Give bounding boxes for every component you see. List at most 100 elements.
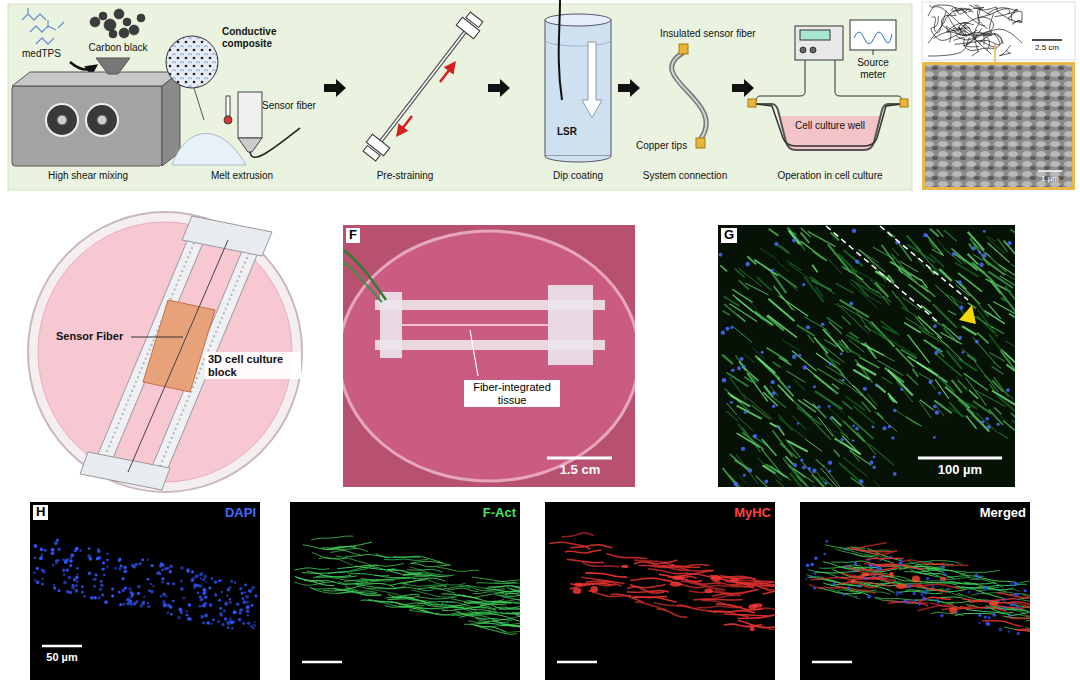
stain-panel [202, 579, 204, 581]
stain-panel [211, 623, 213, 625]
confocal-image [983, 230, 986, 233]
stain-panel [76, 567, 78, 569]
confocal-image [986, 237, 1005, 254]
stain-panel [53, 586, 56, 589]
confocal-image [884, 337, 916, 356]
confocal-image [748, 469, 752, 473]
confocal-image [872, 465, 875, 468]
carbon-black-particles [99, 12, 107, 20]
stain-panel [75, 576, 79, 580]
confocal-image [824, 397, 844, 413]
stain-panel [712, 589, 759, 596]
confocal-image [924, 340, 943, 352]
confocal-image [1008, 291, 1015, 316]
confocal-image [782, 358, 789, 363]
stain-panel [123, 603, 126, 606]
stain-panel [294, 536, 520, 635]
stain-panel [978, 614, 981, 617]
stain-panel [211, 577, 213, 579]
carbon-black-particles [90, 9, 145, 38]
stain-panel [621, 565, 629, 568]
stain-panel [241, 597, 244, 600]
stain-panel [941, 566, 944, 569]
stain-panel [845, 565, 849, 569]
stain-panel [170, 613, 173, 616]
confocal-image [768, 315, 797, 337]
stain-panel [227, 626, 230, 629]
dip-bath [545, 14, 611, 26]
scale-label: 2.5 cm [1035, 43, 1059, 52]
stain-panel [74, 549, 78, 553]
stain-panel [208, 587, 211, 590]
stain-panel [670, 581, 682, 586]
text-slot: Sensor Fiber [56, 330, 123, 343]
stain-panel [368, 599, 411, 607]
stain-panel [252, 627, 255, 630]
stain-panel [52, 563, 55, 566]
stain-panel [196, 574, 199, 577]
stain-panel [247, 614, 249, 616]
stain-panel [229, 598, 232, 601]
stain-panel [199, 605, 201, 607]
confocal-image [850, 282, 877, 308]
stain-panel [204, 595, 208, 599]
stain-panel [239, 611, 242, 614]
stain-panel [634, 560, 678, 564]
text-slot: H [33, 505, 48, 520]
text-slot: 1 µm [1041, 174, 1059, 183]
stain-panel [146, 578, 149, 581]
composite-magnified [166, 36, 218, 120]
fiber-photo [980, 33, 1000, 47]
text-slot: Insulated sensor fiber [660, 28, 756, 40]
confocal-image [770, 269, 773, 272]
stain-panel [100, 580, 103, 583]
stain-panel [748, 604, 757, 609]
stain-panel [36, 567, 39, 570]
confocal-image [818, 417, 833, 437]
confocal-image [744, 395, 773, 420]
stain-panel [570, 545, 612, 548]
stain-panel [221, 591, 223, 593]
confocal-image [908, 356, 938, 375]
stain-panel [97, 596, 100, 599]
confocal-image [753, 348, 765, 359]
stain-panel [94, 573, 97, 576]
stain-panel [203, 590, 207, 594]
confocal-image [1004, 241, 1015, 265]
confocal-image [737, 433, 761, 447]
stain-panel [87, 554, 91, 558]
confocal-image [840, 352, 843, 355]
confocal-image [789, 231, 800, 245]
stain-panel [920, 593, 923, 596]
insulated-fiber [672, 52, 707, 140]
stain-panel [987, 607, 989, 609]
text-slot: 100 µm [938, 463, 982, 478]
confocal-image [975, 362, 998, 392]
stain-panel [861, 573, 869, 577]
confocal-image [959, 305, 976, 324]
confocal-image [812, 265, 817, 273]
part-label: Insulated sensor fiber [660, 28, 756, 40]
confocal-image [733, 295, 753, 312]
confocal-image [718, 225, 1015, 487]
confocal-image [797, 422, 800, 425]
confocal-image [929, 380, 933, 384]
stain-panel [458, 595, 496, 602]
step-caption: Dip coating [553, 170, 603, 182]
stain-panel [344, 579, 391, 581]
stain-panel [330, 550, 362, 555]
confocal-image [775, 289, 795, 311]
stain-panel [34, 544, 38, 548]
stain-panel [123, 566, 126, 569]
confocal-image [932, 320, 950, 331]
stain-panel [51, 551, 55, 555]
confocal-image [813, 385, 816, 388]
stain-panel [71, 586, 75, 590]
confocal-image [892, 248, 899, 255]
stain-panel [206, 621, 209, 624]
confocal-image [880, 321, 899, 335]
confocal-image [867, 394, 877, 406]
stain-panel [879, 567, 882, 570]
stain-panel [918, 603, 921, 606]
confocal-image [798, 354, 801, 357]
